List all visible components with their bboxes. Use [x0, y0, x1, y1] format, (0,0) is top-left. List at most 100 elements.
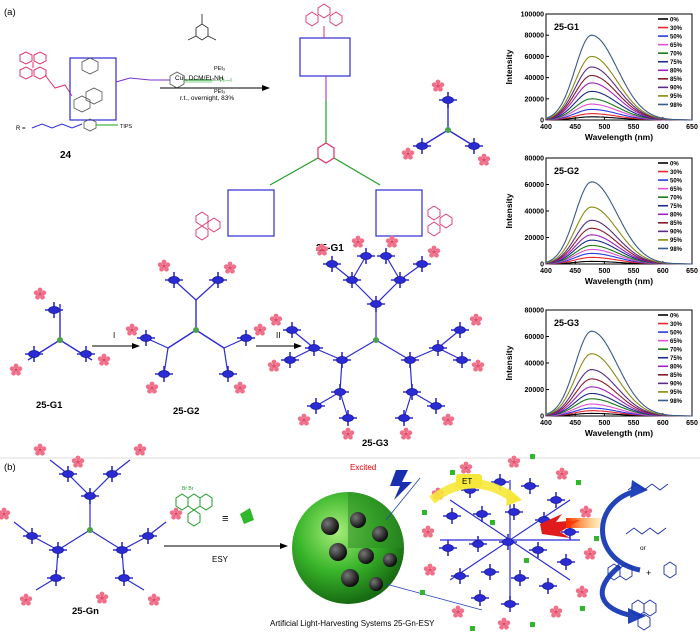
gen2-label: 25-G2: [173, 406, 199, 417]
y-tick-label: 60000: [525, 334, 545, 341]
g1-cartoon-small: [401, 79, 491, 166]
y-tick-label: 40000: [525, 75, 545, 82]
legend-label: 98%: [670, 247, 683, 253]
pt-label: —Pt—I: [214, 78, 232, 84]
y-axis-label: Intensity: [504, 193, 514, 228]
legend-label: 50%: [670, 330, 683, 336]
y-axis-label: Intensity: [504, 345, 514, 380]
legend-label: 70%: [670, 51, 683, 57]
legend-label: 65%: [670, 43, 683, 49]
plus-sign: +: [646, 568, 651, 578]
esy-molecule: [175, 493, 213, 527]
legend-label: 70%: [670, 347, 683, 353]
x-tick-label: 650: [686, 268, 698, 275]
chart-title: 25-G2: [554, 166, 579, 176]
legend-label: 80%: [670, 213, 683, 219]
esy-br-labels: Br Br: [182, 486, 194, 492]
x-tick-label: 600: [657, 268, 669, 275]
cycle-arrow-2: [599, 564, 635, 619]
y-tick-label: 40000: [525, 209, 545, 216]
legend-label: 80%: [670, 69, 683, 75]
legend-label: 95%: [670, 94, 683, 100]
g3-cartoon: [267, 235, 485, 440]
x-tick-label: 400: [540, 268, 552, 275]
legend-label: 65%: [670, 339, 683, 345]
arrow-esy-head: [280, 543, 288, 549]
esy-label: ESY: [212, 555, 229, 564]
et-arrow-head: [506, 488, 522, 506]
compound-24-label: 24: [60, 150, 72, 161]
et-badge: [456, 474, 482, 488]
compound-24-structure: PEt₃ —Pt—I PEt₃ R = TIPS: [16, 51, 232, 132]
lightning-icon: [390, 470, 412, 500]
zoom-line-2: [385, 583, 483, 611]
x-tick-label: 550: [628, 124, 640, 131]
x-axis-label: Wavelength (nm): [585, 276, 653, 286]
y-tick-label: 80000: [525, 33, 545, 40]
panel-a-label: (a): [4, 7, 16, 18]
et-cluster: [420, 454, 599, 631]
x-tick-label: 650: [686, 124, 698, 131]
arrow-step-2: [256, 343, 302, 349]
indole-product: [631, 599, 657, 631]
zoom-line-1: [385, 477, 421, 521]
legend-label: 98%: [670, 399, 683, 405]
x-tick-label: 600: [657, 420, 669, 427]
plot-area: [545, 157, 693, 265]
x-tick-label: 600: [657, 124, 669, 131]
legend-label: 0%: [670, 17, 679, 23]
cycle-arrow-2-head: [628, 608, 646, 624]
legend-label: 80%: [670, 365, 683, 371]
sulfoxide-product: [627, 483, 669, 491]
amine-reactant: [607, 561, 677, 581]
x-tick-label: 450: [569, 268, 581, 275]
reaction-arrow-a: [160, 14, 270, 91]
cycle-arrow-1: [600, 487, 641, 573]
or-label: or: [640, 545, 647, 552]
legend-label: 75%: [670, 356, 683, 362]
legend-label: 30%: [670, 322, 683, 328]
cycle-arrow-1-head: [630, 480, 648, 498]
x-tick-label: 400: [540, 420, 552, 427]
x-tick-label: 500: [599, 268, 611, 275]
plot-area: [545, 309, 693, 417]
legend-label: 65%: [670, 187, 683, 193]
x-tick-label: 650: [686, 420, 698, 427]
legend-label: 30%: [670, 26, 683, 32]
x-tick-label: 550: [628, 268, 640, 275]
tips-label: TIPS: [120, 124, 133, 130]
reagent-line-1: CuI, DCM/Et₃NH: [175, 75, 224, 82]
y-tick-label: 60000: [525, 182, 545, 189]
x-tick-label: 400: [540, 124, 552, 131]
et-label: ET: [462, 477, 472, 486]
legend-label: 50%: [670, 34, 683, 40]
x-tick-label: 500: [599, 124, 611, 131]
gn-cartoon: [0, 443, 183, 606]
legend-label: 75%: [670, 60, 683, 66]
legend-label: 85%: [670, 77, 683, 83]
legend-label: 90%: [670, 230, 683, 236]
legend-label: 0%: [670, 161, 679, 167]
excited-label: Excited: [350, 463, 376, 472]
y-tick-label: 20000: [525, 387, 545, 394]
legend-label: 50%: [670, 178, 683, 184]
panel-b-label: (b): [4, 462, 16, 473]
legend-label: 30%: [670, 170, 683, 176]
y-tick-label: 0: [540, 414, 544, 421]
legend-label: 85%: [670, 221, 683, 227]
emission-flash-icon: [540, 514, 580, 538]
y-tick-label: 80000: [525, 156, 545, 163]
sulfide-reactant: [625, 527, 667, 535]
chart-title: 25-G3: [554, 318, 579, 328]
legend-label: 85%: [670, 373, 683, 379]
plot-area: [545, 13, 693, 121]
y-axis-label: Intensity: [504, 49, 514, 84]
legend-label: 0%: [670, 313, 679, 319]
series-line: [545, 181, 692, 265]
y-tick-label: 60000: [525, 54, 545, 61]
product-25-g1-label: 25-G1: [316, 243, 344, 254]
step-1-label: I: [113, 331, 115, 340]
chart-title: 25-G1: [554, 22, 579, 32]
legend-label: 95%: [670, 390, 683, 396]
